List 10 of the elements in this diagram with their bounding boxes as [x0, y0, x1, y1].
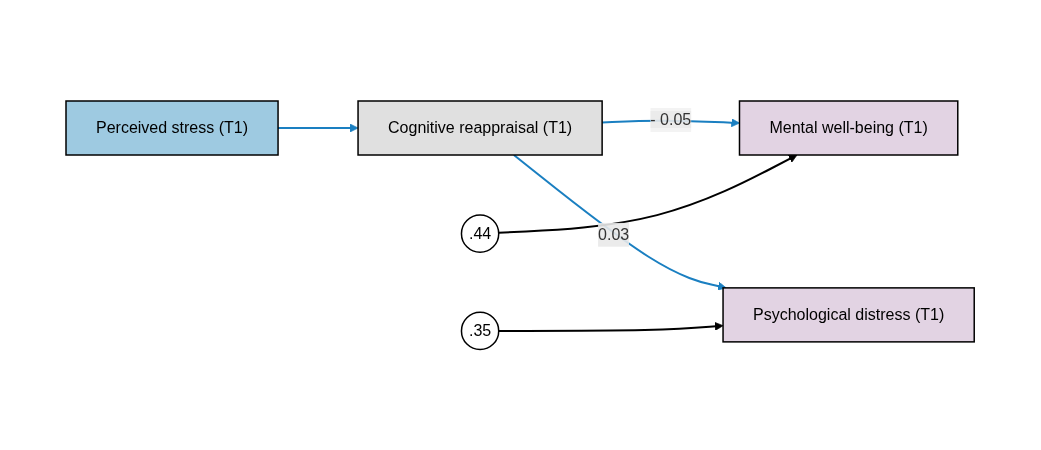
- node-box: Perceived stress (T1): [65, 100, 280, 156]
- edge-label: 0.03: [598, 225, 630, 243]
- node-box: Cognitive reappraisal (T1): [357, 100, 604, 156]
- edge-label: - 0.05: [650, 110, 692, 128]
- arrow: [513, 153, 727, 291]
- arrow: [498, 154, 798, 234]
- node-box: Psychological distress (T1): [722, 286, 976, 343]
- node-circle: .44: [461, 214, 500, 253]
- node-circle: .35: [461, 311, 500, 350]
- node-box: Mental well-being (T1): [739, 100, 959, 156]
